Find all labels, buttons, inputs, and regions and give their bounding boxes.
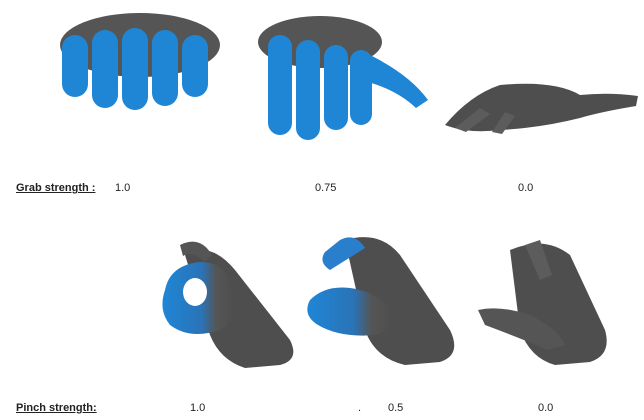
grab-value-2: 0.75 [315, 182, 336, 194]
grab-value-1: 1.0 [115, 182, 130, 194]
pinch-value-2: 0.5 [388, 402, 403, 414]
hand-grab-closed-icon [60, 13, 220, 110]
hand-pinch-open-icon [478, 240, 607, 365]
grab-value-3: 0.0 [518, 182, 533, 194]
hand-pinch-partial-icon [307, 237, 454, 365]
pinch-value-1: 1.0 [190, 402, 205, 414]
pinch-separator-dot: . [358, 402, 361, 414]
hand-grab-partial-icon [258, 16, 428, 140]
hand-pinch-closed-icon [162, 242, 293, 368]
grab-strength-heading: Grab strength : [16, 182, 95, 194]
hand-grab-open-icon [445, 84, 638, 134]
pinch-value-3: 0.0 [538, 402, 553, 414]
pinch-strength-heading: Pinch strength: [16, 402, 97, 414]
